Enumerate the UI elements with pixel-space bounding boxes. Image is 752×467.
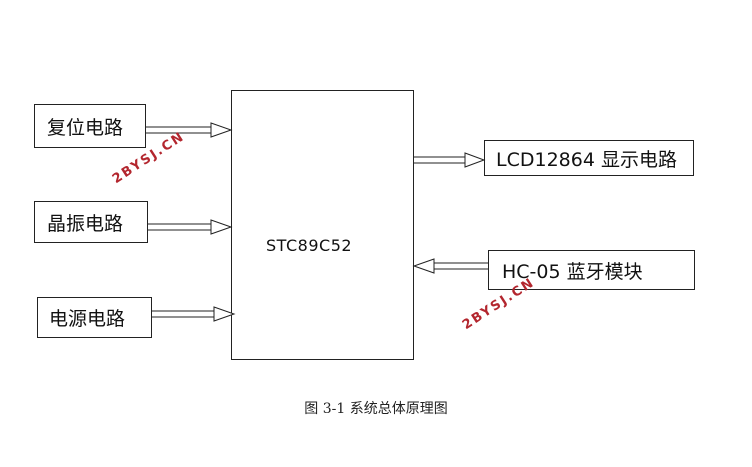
power-to-mcu-arrow xyxy=(152,306,236,322)
power-circuit-block: 电源电路 xyxy=(37,297,152,338)
figure-caption: 图 3-1 系统总体原理图 xyxy=(304,401,448,417)
mcu-block: STC89C52 xyxy=(231,90,414,360)
lcd-display-label: LCD12864 显示电路 xyxy=(496,148,677,171)
bluetooth-module-label: HC-05 蓝牙模块 xyxy=(502,260,643,283)
mcu-to-lcd-arrow xyxy=(414,152,486,168)
crystal-circuit-label: 晶振电路 xyxy=(47,212,124,235)
lcd-display-block: LCD12864 显示电路 xyxy=(484,140,694,176)
reset-to-mcu-arrow xyxy=(146,122,233,138)
bluetooth-module-block: HC-05 蓝牙模块 xyxy=(488,250,695,290)
reset-circuit-label: 复位电路 xyxy=(47,116,124,139)
crystal-circuit-block: 晶振电路 xyxy=(34,201,148,243)
mcu-label: STC89C52 xyxy=(266,236,353,255)
crystal-to-mcu-arrow xyxy=(148,219,233,235)
bluetooth-to-mcu-arrow xyxy=(412,258,488,274)
power-circuit-label: 电源电路 xyxy=(49,308,126,330)
reset-circuit-block: 复位电路 xyxy=(34,104,146,148)
